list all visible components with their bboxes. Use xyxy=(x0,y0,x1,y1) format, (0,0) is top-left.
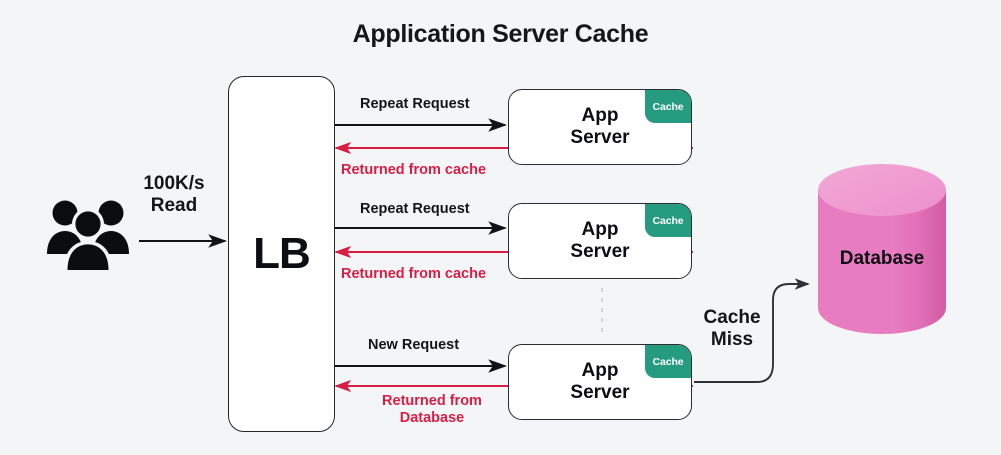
app-server-label-2: App Server xyxy=(570,218,630,262)
cache-badge-2[interactable]: Cache xyxy=(645,204,691,237)
app-server-box-3[interactable]: App Server Cache xyxy=(508,344,692,420)
request-label-2: Repeat Request xyxy=(360,201,470,217)
read-rate-label: 100K/s Read xyxy=(143,173,205,217)
app-server-label-1: App Server xyxy=(570,104,630,148)
request-label-1: Repeat Request xyxy=(360,96,470,112)
response-label-2: Returned from cache xyxy=(341,266,487,282)
cache-badge-3[interactable]: Cache xyxy=(645,345,691,378)
response-label-1: Returned from cache xyxy=(341,162,487,178)
cache-badge-1[interactable]: Cache xyxy=(645,90,691,123)
cache-badge-label-3: Cache xyxy=(652,355,684,368)
cache-badge-label-1: Cache xyxy=(652,100,684,113)
app-server-box-1[interactable]: App Server Cache xyxy=(508,89,692,165)
arrow-cache-miss xyxy=(694,278,810,383)
database-cylinder xyxy=(818,164,946,334)
app-server-label-3: App Server xyxy=(570,359,630,403)
request-label-3: New Request xyxy=(368,337,460,353)
cache-miss-label: Cache Miss xyxy=(703,307,761,351)
page-title: Application Server Cache xyxy=(352,20,649,48)
cache-badge-label-2: Cache xyxy=(652,214,684,227)
load-balancer-label: LB xyxy=(253,229,311,278)
users-group-icon xyxy=(45,192,135,270)
load-balancer-box[interactable]: LB xyxy=(228,76,335,432)
response-label-3: Returned from Database xyxy=(382,393,482,426)
app-server-box-2[interactable]: App Server Cache xyxy=(508,203,692,279)
